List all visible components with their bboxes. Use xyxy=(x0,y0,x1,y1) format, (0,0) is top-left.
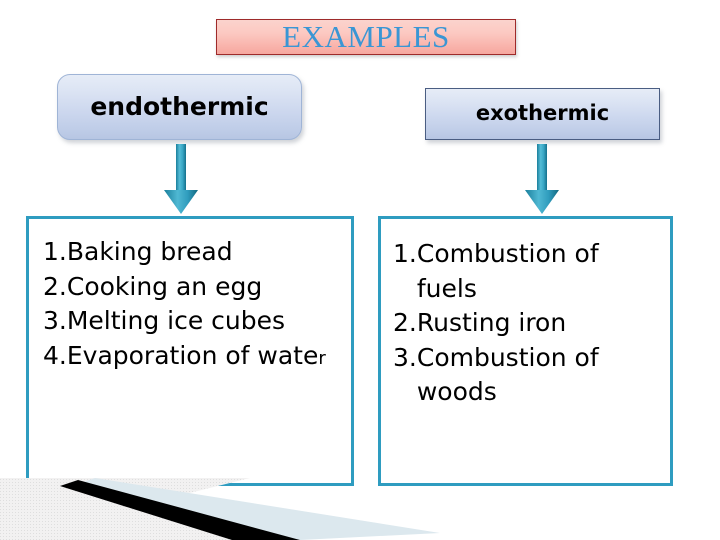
list-item-number: 1. xyxy=(43,237,67,266)
blue-wedge xyxy=(78,478,440,540)
list-item-text: Melting ice cubes xyxy=(66,306,286,335)
black-stripe xyxy=(60,480,300,540)
list-item: 3. Melting ice cubes xyxy=(43,304,345,339)
endothermic-example-list: 1. Baking bread 2. Cooking an egg 3. Mel… xyxy=(29,219,351,373)
list-item-text: Combustion of woods xyxy=(416,342,599,407)
endothermic-examples-box: 1. Baking bread 2. Cooking an egg 3. Mel… xyxy=(26,216,354,486)
list-item-text-tail: r xyxy=(318,347,326,369)
list-item-number: 2. xyxy=(43,271,67,301)
list-item-number: 4. xyxy=(43,340,67,370)
list-item-number: 3. xyxy=(393,342,417,372)
exothermic-header-label: exothermic xyxy=(475,101,610,126)
list-item-text: Rusting iron xyxy=(416,308,567,337)
list-item: 2. Cooking an egg xyxy=(43,270,345,305)
halftone-wedge-2 xyxy=(0,478,300,540)
exothermic-header-box: exothermic xyxy=(425,88,660,140)
list-item-text: Combustion of fuels xyxy=(416,239,599,303)
down-arrow-icon-left xyxy=(164,144,198,214)
list-item-text: Evaporation of water xyxy=(67,339,345,374)
list-item-text: Cooking an egg xyxy=(66,271,263,301)
endothermic-header-label: endothermic xyxy=(90,92,269,121)
list-item-number: 3. xyxy=(43,306,67,335)
list-item-text: Baking bread xyxy=(66,237,233,266)
list-item: 4. Evaporation of water xyxy=(43,339,345,374)
list-item-number: 2. xyxy=(393,308,417,337)
list-item-text-main: Evaporation of wate xyxy=(66,340,319,370)
page-title: EXAMPLES xyxy=(282,18,450,54)
exothermic-example-list: 1. Combustion of fuels 2. Rusting iron 3… xyxy=(381,219,670,410)
halftone-wedge xyxy=(0,478,250,540)
list-item: 1. Baking bread xyxy=(43,235,345,270)
list-item-number: 1. xyxy=(393,239,417,268)
down-arrow-icon-right xyxy=(525,144,559,214)
list-item: 1. Combustion of fuels xyxy=(393,237,664,306)
title-banner: EXAMPLES xyxy=(216,19,516,55)
endothermic-header-box: endothermic xyxy=(57,74,302,140)
exothermic-examples-box: 1. Combustion of fuels 2. Rusting iron 3… xyxy=(378,216,673,486)
list-item: 3. Combustion of woods xyxy=(393,341,664,410)
list-item: 2. Rusting iron xyxy=(393,306,664,341)
